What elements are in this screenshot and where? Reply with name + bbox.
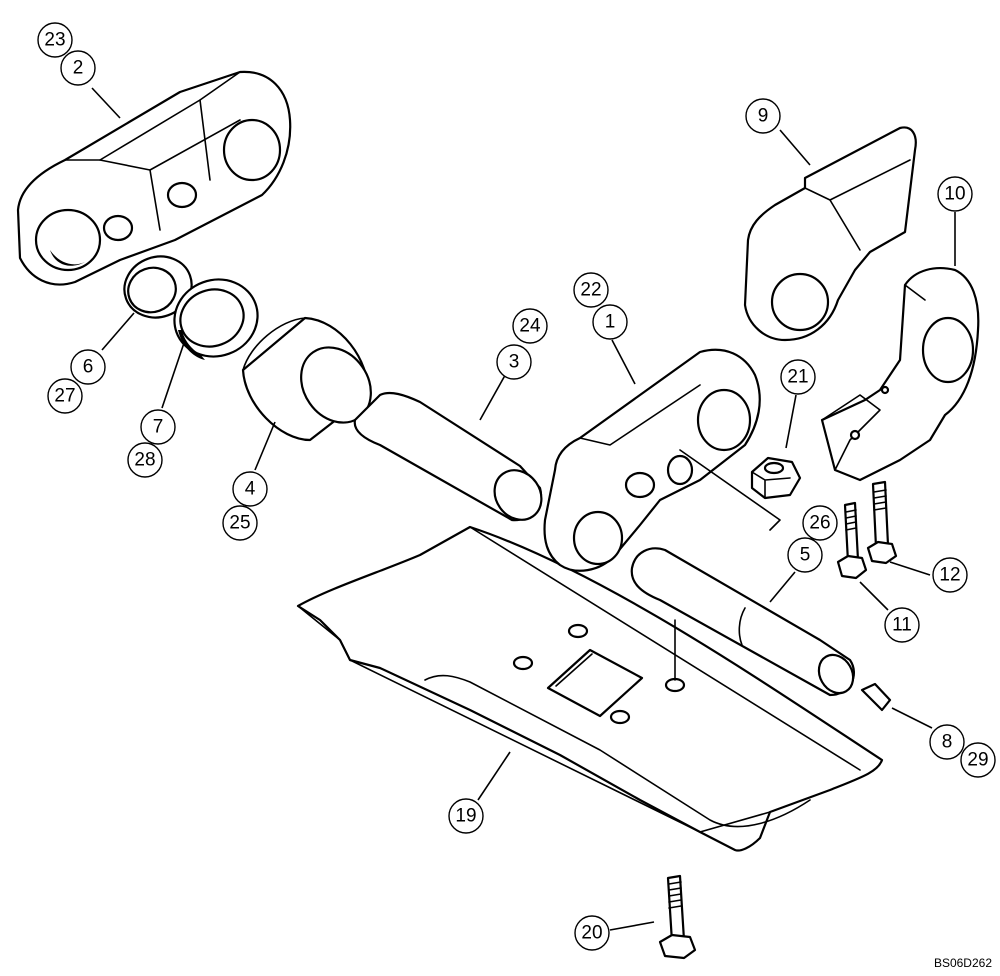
callout-19: 19 <box>448 798 484 834</box>
callout-9: 9 <box>745 98 781 134</box>
pin-3 <box>353 391 543 522</box>
svg-text:1: 1 <box>605 312 616 333</box>
center-track-link <box>543 348 781 572</box>
callout-6: 6 <box>70 349 106 385</box>
callout-28: 28 <box>127 442 163 478</box>
callout-8: 8 <box>929 724 965 760</box>
track-shoe-plate <box>296 525 884 852</box>
svg-text:2: 2 <box>73 58 84 79</box>
callout-12: 12 <box>932 557 968 593</box>
svg-text:28: 28 <box>134 450 155 471</box>
svg-text:23: 23 <box>44 30 65 51</box>
callout-10: 10 <box>937 176 973 212</box>
callout-3: 3 <box>496 344 532 380</box>
callout-1: 1 <box>592 304 628 340</box>
svg-text:3: 3 <box>509 352 520 373</box>
callout-29: 29 <box>960 742 996 778</box>
callout-7: 7 <box>140 409 176 445</box>
figure-code: BS06D262 <box>933 956 992 970</box>
nut-21 <box>750 456 802 500</box>
svg-text:19: 19 <box>455 806 476 827</box>
svg-text:21: 21 <box>787 367 808 388</box>
shoe-bolt-20 <box>658 874 697 960</box>
svg-text:25: 25 <box>229 513 250 534</box>
callout-23: 23 <box>37 22 73 58</box>
seal-7 <box>173 278 259 360</box>
svg-text:12: 12 <box>939 565 960 586</box>
callout-2: 2 <box>60 50 96 86</box>
bolt-11 <box>836 501 868 580</box>
svg-text:6: 6 <box>83 357 94 378</box>
svg-text:10: 10 <box>944 184 965 205</box>
svg-text:11: 11 <box>892 615 912 636</box>
left-track-link <box>16 70 292 286</box>
callout-11: 11 <box>884 607 920 643</box>
svg-text:20: 20 <box>581 923 602 944</box>
callout-25: 25 <box>222 505 258 541</box>
callout-20: 20 <box>574 915 610 951</box>
svg-text:29: 29 <box>967 750 988 771</box>
svg-text:8: 8 <box>942 732 953 753</box>
bushing-4 <box>241 316 372 442</box>
callout-27: 27 <box>47 378 83 414</box>
callout-24: 24 <box>512 308 548 344</box>
callout-4: 4 <box>232 471 268 507</box>
callout-22: 22 <box>573 272 609 308</box>
svg-text:22: 22 <box>580 280 601 301</box>
svg-text:27: 27 <box>54 386 75 407</box>
svg-text:26: 26 <box>809 513 830 534</box>
callout-5: 5 <box>787 537 823 573</box>
pin-5 <box>630 547 856 697</box>
plug-8 <box>860 682 892 712</box>
svg-text:7: 7 <box>153 417 164 438</box>
seal-6 <box>123 255 193 319</box>
bolt-12 <box>866 480 898 565</box>
master-link-10 <box>820 267 980 482</box>
track-link-9 <box>743 126 917 342</box>
svg-text:5: 5 <box>800 545 811 566</box>
callout-21: 21 <box>780 359 816 395</box>
svg-text:4: 4 <box>245 479 256 500</box>
callout-26: 26 <box>802 505 838 541</box>
svg-text:9: 9 <box>758 106 769 127</box>
leader-lines <box>91 87 956 931</box>
svg-text:24: 24 <box>519 316 541 337</box>
